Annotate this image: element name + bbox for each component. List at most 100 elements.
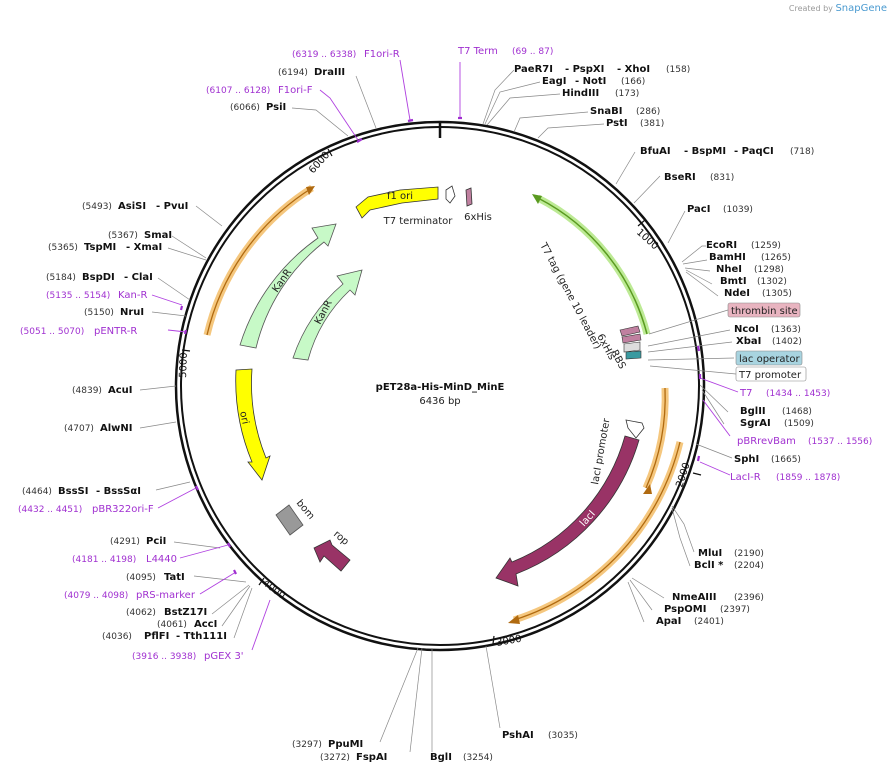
enzyme-xbai[interactable]: XbaI <box>736 336 761 347</box>
thrombin-label: thrombin site <box>731 306 798 317</box>
pos-ncoi: (1363) <box>771 325 801 335</box>
pos-paci: (1039) <box>723 205 753 215</box>
enzyme-nmeaiii[interactable]: NmeAIII <box>672 592 716 603</box>
primer-f1orir[interactable]: F1ori-R <box>364 49 400 60</box>
enzyme-mlui[interactable]: MluI <box>698 548 722 559</box>
primer-lacir[interactable]: LacI-R <box>730 472 761 483</box>
enzyme-snabi[interactable]: SnaBI <box>590 106 622 117</box>
enzyme-bsssai[interactable]: - BssSαI <box>96 486 141 497</box>
enzyme-paer7i[interactable]: PaeR7I <box>514 64 553 75</box>
enzyme-bsssi[interactable]: BssSI <box>58 486 88 497</box>
primer-kanr[interactable]: Kan-R <box>118 290 147 301</box>
enzyme-pcii[interactable]: PciI <box>146 536 166 547</box>
enzyme-bspdi[interactable]: BspDI <box>82 272 115 283</box>
pos-bamhi: (1265) <box>761 253 791 263</box>
tick-5000: 5000 <box>178 352 190 378</box>
enzyme-bstz17i[interactable]: BstZ17I <box>164 607 207 618</box>
credit-label: Created by <box>788 4 833 13</box>
enzyme-bgli[interactable]: BglI <box>430 752 452 763</box>
tick-3000: 3000 <box>496 634 523 649</box>
primer-leaders <box>151 59 739 651</box>
enzyme-ecori[interactable]: EcoRI <box>706 240 737 251</box>
tickmark-2000 <box>692 472 702 476</box>
enzyme-smai[interactable]: SmaI <box>144 230 172 241</box>
enzyme-nhei[interactable]: NheI <box>716 264 742 275</box>
enzyme-pflfi[interactable]: PflFI <box>144 631 169 642</box>
enzyme-pvui[interactable]: - PvuI <box>156 201 188 212</box>
primer-lacir-range: (1859 .. 1878) <box>776 473 840 483</box>
enzyme-alwni[interactable]: AlwNI <box>100 423 133 434</box>
pos-pshai: (3035) <box>548 731 578 741</box>
enzyme-paqci[interactable]: - PaqCI <box>734 146 774 157</box>
enzyme-xhoi[interactable]: - XhoI <box>617 64 650 75</box>
pos-nmeaiii: (2396) <box>734 593 764 603</box>
enzyme-nrui[interactable]: NruI <box>120 307 144 318</box>
laci-arrow <box>495 435 640 587</box>
enzyme-acui[interactable]: AcuI <box>108 385 133 396</box>
t7prom-label: T7 promoter <box>738 370 802 381</box>
enzyme-eagi[interactable]: EagI <box>542 76 566 87</box>
t7-terminator-shape <box>445 185 456 204</box>
primer-prsmarker[interactable]: pRS-marker <box>136 590 196 601</box>
enzyme-bglii[interactable]: BglII <box>740 406 766 417</box>
enzyme-bamhi[interactable]: BamHI <box>709 252 746 263</box>
enzyme-ppumi[interactable]: PpuMI <box>328 739 363 750</box>
pos-bmti: (1302) <box>757 277 787 287</box>
pos-mlui: (2190) <box>734 549 764 559</box>
pos-xbai: (1402) <box>772 337 802 347</box>
enzyme-acci[interactable]: AccI <box>194 619 217 630</box>
bom-shape <box>275 504 304 536</box>
enzyme-noti[interactable]: - NotI <box>575 76 606 87</box>
enzyme-clai[interactable]: - ClaI <box>124 272 153 283</box>
thrombin-box <box>727 302 801 318</box>
primer-pgex3[interactable]: pGEX 3' <box>204 651 244 662</box>
tickmark-6000 <box>327 148 333 157</box>
primer-t7[interactable]: T7 <box>739 388 752 399</box>
tickmark-5000 <box>181 349 191 352</box>
pos-alwni: (4707) <box>64 424 94 434</box>
enzyme-fspai[interactable]: FspAI <box>356 752 387 763</box>
lacop-box <box>735 350 803 366</box>
enzyme-bspmi[interactable]: - BspMI <box>684 146 726 157</box>
his6-top-shape <box>465 187 473 207</box>
enzyme-bcli[interactable]: BclI * <box>694 560 724 571</box>
primer-t7term[interactable]: T7 Term <box>457 46 498 57</box>
enzyme-ndei[interactable]: NdeI <box>724 288 750 299</box>
primer-pbrrevbam[interactable]: pBRrevBam <box>737 436 796 447</box>
enzyme-pshai[interactable]: PshAI <box>502 730 534 741</box>
enzyme-psii[interactable]: PsiI <box>266 102 286 113</box>
kanr-outer-arc <box>206 187 313 336</box>
enzyme-psti[interactable]: PstI <box>606 118 628 129</box>
rop-label: rop <box>331 529 351 548</box>
enzyme-bseri[interactable]: BseRI <box>664 172 696 183</box>
primer-t7term-range: (69 .. 87) <box>512 47 553 57</box>
enzyme-ncoi[interactable]: NcoI <box>734 324 759 335</box>
pos-eagi: (166) <box>621 77 645 87</box>
pos-smai: (5367) <box>108 231 138 241</box>
enzyme-sgrai[interactable]: SgrAI <box>740 418 771 429</box>
enzyme-bmti[interactable]: BmtI <box>720 276 747 287</box>
enzyme-pspxi[interactable]: - PspXI <box>565 64 604 75</box>
leader-lines <box>139 69 737 753</box>
enzyme-sphi[interactable]: SphI <box>734 454 759 465</box>
enzyme-tth111i[interactable]: - Tth111I <box>176 631 227 642</box>
primer-pbr322orif[interactable]: pBR322ori-F <box>92 504 154 515</box>
enzyme-tspmi[interactable]: TspMI <box>84 242 116 253</box>
rop-arrow <box>313 539 351 572</box>
enzyme-xmai[interactable]: - XmaI <box>126 242 162 253</box>
enzyme-apai[interactable]: ApaI <box>656 616 681 627</box>
enzyme-hindiii[interactable]: HindIII <box>562 88 599 99</box>
primer-pentrr[interactable]: pENTR-R <box>94 326 137 337</box>
enzyme-pspomi[interactable]: PspOMI <box>664 604 706 615</box>
primer-l4440[interactable]: L4440 <box>146 554 177 565</box>
enzyme-draiii[interactable]: DraIII <box>314 67 345 78</box>
enzyme-bfuai[interactable]: BfuAI <box>640 146 671 157</box>
tick-6000: 6000 <box>307 150 332 176</box>
primer-f1orif[interactable]: F1ori-F <box>278 85 313 96</box>
enzyme-asisi[interactable]: AsiSI <box>118 201 146 212</box>
t7tag-arc <box>537 197 648 335</box>
pos-bfuai: (718) <box>790 147 814 157</box>
pos-sphi: (1665) <box>771 455 801 465</box>
enzyme-paci[interactable]: PacI <box>687 204 710 215</box>
enzyme-tati[interactable]: TatI <box>164 572 185 583</box>
